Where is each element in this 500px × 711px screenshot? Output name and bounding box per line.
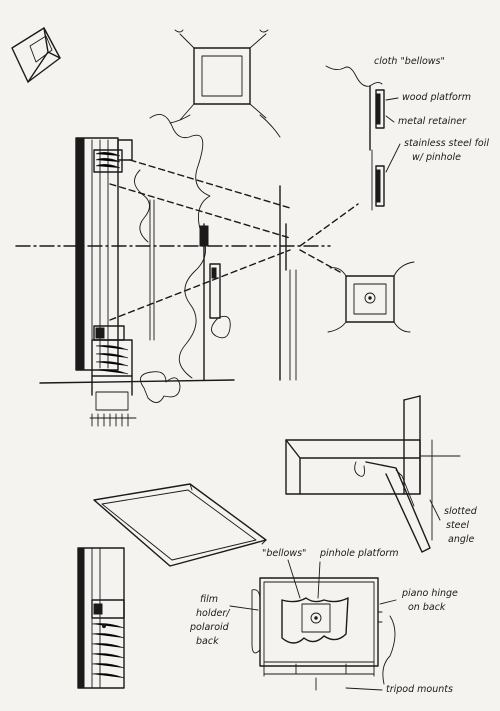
- label-metal-retainer: metal retainer: [398, 116, 467, 127]
- square-frame-sketch-top: [169, 29, 281, 138]
- label-with-pinhole: w/ pinhole: [412, 152, 461, 163]
- perspective-box-sketch: [11, 27, 61, 83]
- label-tripod-mounts: tripod mounts: [386, 684, 453, 695]
- label-wood-platform: wood platform: [402, 92, 471, 103]
- label-cloth-bellows: cloth "bellows": [374, 56, 445, 67]
- label-film: film: [200, 594, 218, 605]
- label-slotted: slotted: [444, 506, 478, 517]
- label-steel: steel: [446, 520, 469, 531]
- label-pinhole-platform: pinhole platform: [319, 548, 399, 559]
- projection-lines-sketch: [15, 113, 359, 403]
- label-polaroid: polaroid: [189, 622, 230, 633]
- camera-box-top-view-sketch: [251, 559, 396, 691]
- pinhole-square-sketch: [327, 261, 415, 333]
- foil-detail-sketch: [325, 65, 385, 211]
- slotted-box-sketch: [285, 395, 461, 553]
- label-stainless-foil: stainless steel foil: [404, 138, 489, 149]
- label-back: back: [196, 636, 219, 647]
- label-on-back: on back: [408, 602, 446, 613]
- tilted-panel-sketch: [93, 483, 267, 567]
- label-piano-hinge: piano hinge: [401, 588, 458, 599]
- film-holder-section-sketch: [77, 547, 125, 689]
- annotations: cloth "bellows" wood platform metal reta…: [189, 56, 489, 695]
- label-bellows: "bellows": [262, 548, 306, 559]
- label-angle: angle: [448, 534, 475, 545]
- wall-section-sketch: [39, 137, 235, 427]
- label-holder: holder/: [196, 608, 231, 619]
